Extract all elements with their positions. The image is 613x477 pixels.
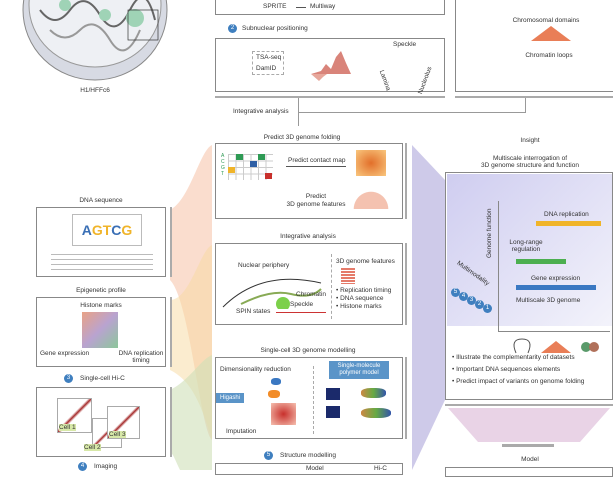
dna-sequence-title: DNA sequence bbox=[79, 197, 123, 204]
chromatin-label: Chromatin bbox=[296, 291, 326, 298]
y-axis-label: Genome function bbox=[486, 208, 493, 258]
loops-label: Chromatin loops bbox=[525, 52, 573, 59]
insight-bullet: • Predict impact of variants on genome f… bbox=[452, 378, 585, 385]
replication-label: DNA replication timing bbox=[118, 350, 164, 364]
speckle-label: Speckle bbox=[290, 301, 314, 308]
predict-box: A C G T Predict contact map Predict 3D g… bbox=[215, 143, 403, 219]
hic-label: Hi-C bbox=[374, 465, 387, 472]
cell-2-label: Cell 2 bbox=[84, 444, 101, 451]
polymer-model-label: Single-molecule polymer model bbox=[329, 361, 389, 379]
x-axis-label: Multiscale 3D genome bbox=[516, 297, 581, 304]
insight-bullet: • Important DNA sequences elements bbox=[452, 366, 561, 373]
feature-bullet: • Histone marks bbox=[336, 303, 382, 310]
model-title: Model bbox=[521, 456, 539, 463]
insight-subtitle-1: Multiscale interrogation of bbox=[492, 155, 568, 162]
step-5-badge: 5 bbox=[264, 451, 273, 460]
dna-sequence-box: AGTCG bbox=[36, 207, 166, 277]
insight-title: Insight bbox=[520, 137, 540, 144]
subnuclear-title: Subnuclear positioning bbox=[242, 25, 308, 32]
speckle-label: Speckle bbox=[393, 41, 417, 48]
higashi-label: Higashi bbox=[216, 393, 245, 403]
structure-box: Model Hi-C bbox=[215, 463, 403, 475]
integrative-analysis-label: Integrative analysis bbox=[233, 108, 289, 115]
divider bbox=[455, 96, 613, 98]
predict-title: Predict 3D genome folding bbox=[263, 134, 341, 141]
step-4-badge: 4 bbox=[78, 462, 87, 471]
multiway-box: SPRITE Multiway bbox=[215, 0, 445, 15]
integrative-box: Nuclear periphery Chromatin Speckle SPIN… bbox=[215, 243, 403, 325]
nucleolus-label: Nucleolus bbox=[417, 65, 434, 96]
sc-modelling-box: Dimensionality reduction Higashi Imputat… bbox=[215, 357, 403, 439]
one-hot-grid bbox=[228, 154, 273, 180]
structure-title: Structure modelling bbox=[280, 452, 336, 459]
epigenetic-box: Histone marks Gene expression DNA replic… bbox=[36, 297, 166, 367]
predict-features-label: Predict bbox=[305, 193, 327, 200]
nucleus-illustration bbox=[22, 0, 168, 81]
dna-text bbox=[51, 251, 153, 273]
domains-label: Chromosomal domains bbox=[512, 17, 580, 24]
predict-map-label: Predict contact map bbox=[288, 157, 346, 164]
subnuclear-box: TSA-seq DamID Speckle Lamina Nucleolus bbox=[215, 38, 445, 96]
sc-title: Single-cell 3D genome modelling bbox=[260, 347, 356, 354]
histone-label: Histone marks bbox=[80, 302, 122, 309]
step-2-badge: 2 bbox=[228, 24, 237, 33]
damid-label: DamID bbox=[256, 65, 277, 72]
model-label: Model bbox=[306, 465, 324, 472]
feature-bullet: • Replication timing bbox=[336, 287, 392, 294]
nucleus-label: H1/HFFc6 bbox=[80, 87, 110, 94]
insight-bullet: • Illustrate the complementarity of data… bbox=[452, 354, 575, 361]
step-3-badge: 3 bbox=[64, 374, 73, 383]
signal-track bbox=[311, 51, 351, 81]
contact-map bbox=[356, 150, 386, 176]
schic-title: Single-cell Hi-C bbox=[80, 375, 125, 382]
predict-features-label-2: 3D genome features bbox=[286, 201, 346, 208]
model-box bbox=[445, 467, 613, 477]
periphery-label: Nuclear periphery bbox=[238, 262, 290, 269]
dimred-label: Dimensionality reduction bbox=[220, 366, 291, 373]
base-labels: A C G T bbox=[221, 153, 225, 177]
long-range-label: Long-range regulation bbox=[509, 239, 543, 253]
feature-bullet: • DNA sequence bbox=[336, 295, 384, 302]
divider bbox=[215, 96, 445, 98]
spin-label: SPIN states bbox=[236, 308, 271, 315]
cell-1-label: Cell 1 bbox=[59, 424, 76, 431]
insight-subtitle-2: 3D genome structure and function bbox=[481, 162, 579, 169]
integ-title: Integrative analysis bbox=[280, 233, 336, 240]
imaging-title: Imaging bbox=[94, 463, 118, 470]
imputation-label: Imputation bbox=[226, 428, 257, 435]
sprite-label: SPRITE bbox=[263, 3, 287, 10]
arrow-icon bbox=[296, 7, 306, 8]
multiway-label: Multiway bbox=[310, 3, 336, 10]
tsa-seq-label: TSA-seq bbox=[256, 54, 282, 61]
gene-expression-label: Gene expression bbox=[40, 350, 90, 357]
insight-box: DNA replication Long-range regulation Ge… bbox=[445, 172, 613, 400]
features-box: Chromosomal domains Chromatin loops bbox=[455, 0, 613, 92]
sequence-logo: AGTCG bbox=[72, 214, 142, 246]
schic-box: Cell 1 Cell 2 Cell 3 bbox=[36, 387, 166, 457]
epigenetic-title: Epigenetic profile bbox=[76, 287, 126, 294]
dna-replication-label: DNA replication bbox=[544, 211, 589, 218]
gene-expression-label: Gene expression bbox=[531, 275, 581, 282]
cell-3-label: Cell 3 bbox=[109, 431, 126, 438]
features-label: 3D genome features bbox=[336, 258, 395, 265]
epigenetic-cube bbox=[82, 312, 118, 348]
